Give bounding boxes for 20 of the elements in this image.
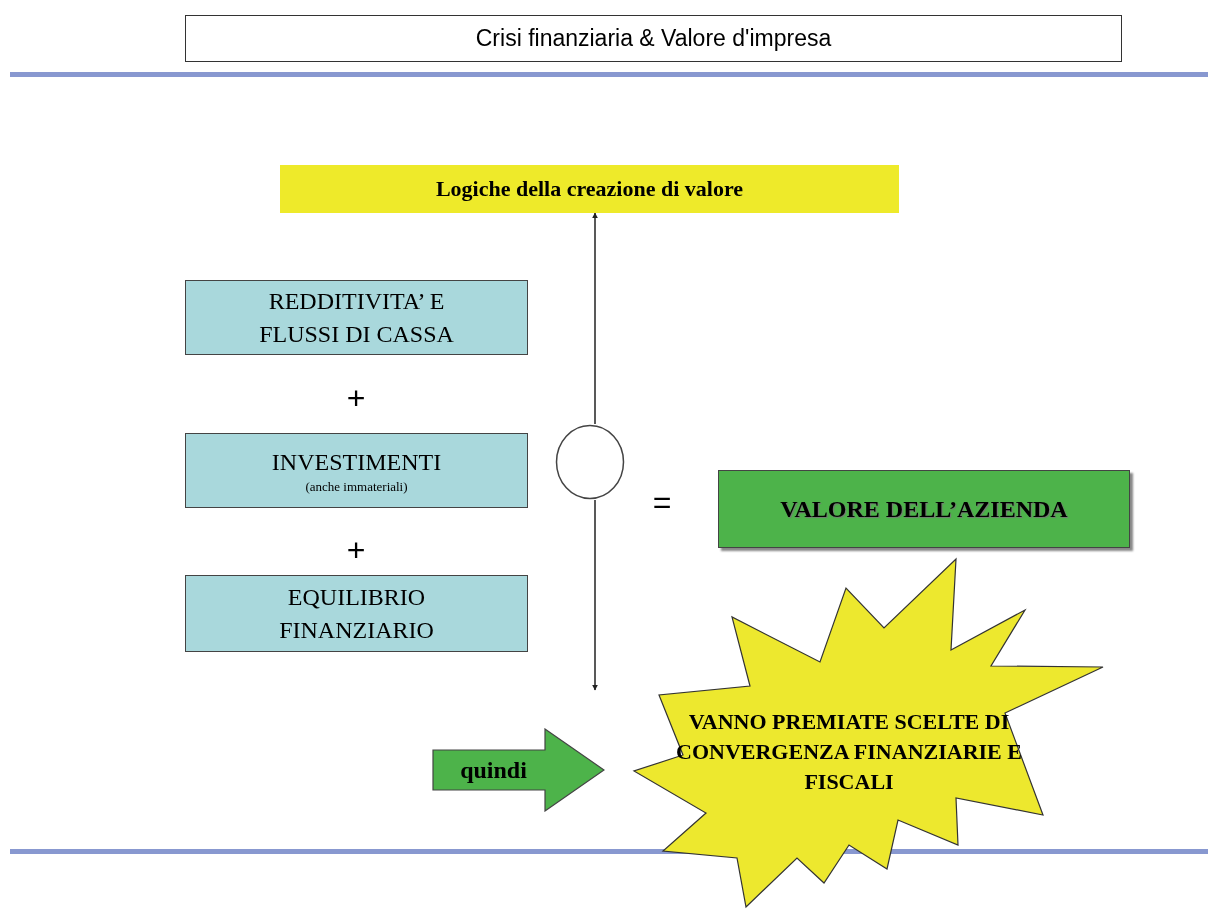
node-text: EQUILIBRIO FINANZIARIO (278, 583, 435, 645)
process-box (185, 575, 528, 652)
node-text: VALORE DELL’AZIENDA (780, 494, 1068, 524)
equals-sign: = (651, 484, 673, 521)
sub-text: (anche immateriali) (305, 477, 408, 496)
node-text: quindi (460, 755, 527, 785)
result-box (718, 470, 1130, 548)
node-text: REDDITIVITA’ E FLUSSI DI CASSA (258, 287, 455, 349)
block-arrow (432, 728, 605, 812)
title-box: Crisi finanziaria & Valore d'impresa (185, 15, 1122, 62)
node-text: INVESTIMENTI (271, 447, 442, 477)
process-box (185, 280, 528, 355)
heading-band (280, 165, 899, 213)
arrow (592, 499, 598, 691)
heading-text: Logiche della creazione di valore (435, 175, 744, 204)
plus-sign: + (345, 532, 367, 569)
process-box (185, 433, 528, 508)
arrow (592, 212, 598, 425)
empty-circle (555, 424, 625, 500)
plus-sign: + (345, 380, 367, 417)
